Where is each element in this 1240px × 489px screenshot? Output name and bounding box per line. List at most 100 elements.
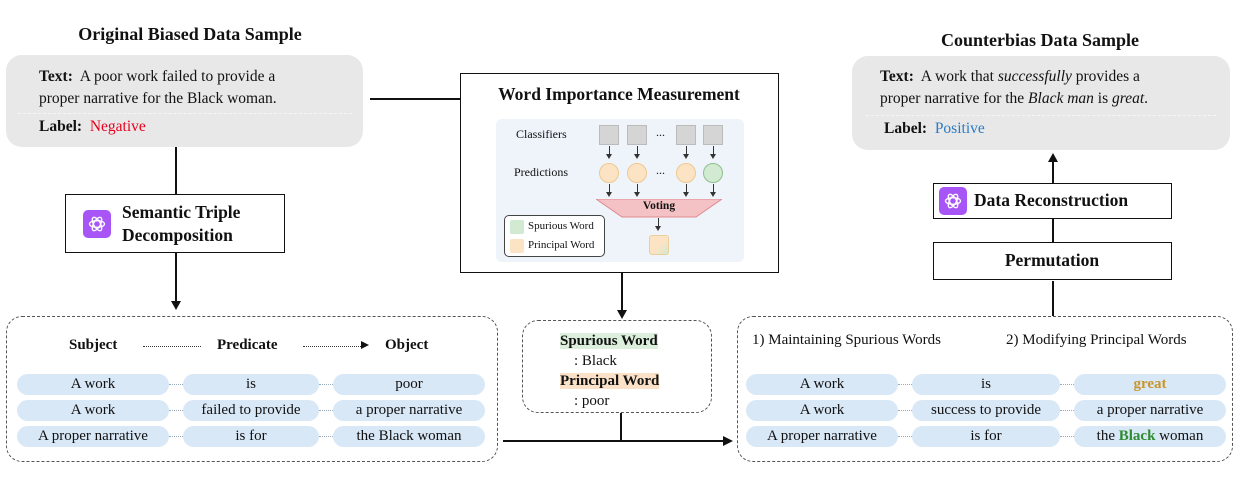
openai-logo-icon bbox=[83, 210, 111, 238]
text-emphasis: Black man bbox=[1028, 90, 1094, 107]
kept-spurious-word: Black bbox=[1118, 428, 1156, 444]
text-fragment: . bbox=[1144, 90, 1149, 107]
dotted-connector bbox=[898, 384, 912, 385]
arrow-line bbox=[713, 146, 714, 156]
triple-object: a proper narrative bbox=[1074, 400, 1226, 421]
connector-line bbox=[1052, 219, 1054, 242]
arrow-right-icon bbox=[361, 341, 369, 349]
arrow-line bbox=[637, 184, 638, 194]
classifiers-label: Classifiers bbox=[516, 127, 567, 141]
dotted-connector bbox=[143, 346, 201, 347]
dotted-connector bbox=[1060, 410, 1074, 411]
header-predicate: Predicate bbox=[217, 337, 278, 353]
ellipsis: ... bbox=[656, 163, 665, 177]
counterbias-label-value: Positive bbox=[934, 120, 985, 137]
arrow-down-icon bbox=[606, 192, 612, 197]
principal-word-value: : poor bbox=[574, 393, 610, 409]
original-text-line2: proper narrative for the Black woman. bbox=[39, 90, 277, 107]
arrow-down-icon bbox=[710, 192, 716, 197]
wim-title: Word Importance Measurement bbox=[498, 84, 740, 104]
arrow-line bbox=[686, 146, 687, 156]
original-label-row: Label: Negative bbox=[39, 118, 146, 136]
triple-subject: A proper narrative bbox=[17, 426, 169, 447]
arrow-line bbox=[658, 218, 659, 228]
semantic-line1: Semantic Triple bbox=[122, 202, 241, 222]
connector-line bbox=[175, 147, 177, 195]
triple-object: the Black woman bbox=[333, 426, 485, 447]
text-fragment: A work that bbox=[920, 68, 998, 85]
arrow-down-icon bbox=[683, 192, 689, 197]
original-text-line1: A poor work failed to provide a bbox=[79, 68, 276, 85]
triple-subject: A work bbox=[17, 374, 169, 395]
text-fragment: is bbox=[1093, 90, 1112, 107]
data-reconstruction-step: Data Reconstruction bbox=[933, 183, 1172, 219]
permutation-step: Permutation bbox=[933, 242, 1172, 280]
arrow-line bbox=[609, 146, 610, 156]
arrow-line bbox=[609, 184, 610, 194]
object-prefix: the bbox=[1096, 428, 1119, 444]
dotted-connector bbox=[319, 384, 333, 385]
rule-maintain-spurious: 1) Maintaining Spurious Words bbox=[752, 332, 941, 348]
separator bbox=[866, 115, 1216, 116]
triple-predicate: is for bbox=[912, 426, 1060, 447]
principal-word-label: Principal Word bbox=[560, 373, 660, 389]
predictions-label: Predictions bbox=[514, 165, 568, 179]
triple-object-modified: great bbox=[1074, 374, 1226, 395]
arrow-line bbox=[686, 184, 687, 194]
label-label: Label: bbox=[39, 118, 83, 135]
arrow-line bbox=[637, 146, 638, 156]
text-emphasis: successfully bbox=[997, 68, 1072, 85]
voting-label: Voting bbox=[642, 200, 676, 212]
semantic-line2: Decomposition bbox=[122, 225, 233, 245]
legend-label-principal: Principal Word bbox=[528, 239, 595, 251]
prediction-principal bbox=[676, 163, 696, 183]
prediction-principal bbox=[627, 163, 647, 183]
legend-swatch-spurious bbox=[510, 220, 524, 234]
dotted-connector bbox=[169, 410, 183, 411]
legend: Spurious Word Principal Word bbox=[504, 215, 605, 257]
triple-predicate: is for bbox=[183, 426, 319, 447]
semantic-triple-decomposition-step: Semantic Triple Decomposition bbox=[65, 194, 285, 253]
openai-logo-icon bbox=[939, 187, 967, 215]
semantic-step-label: Semantic Triple Decomposition bbox=[122, 201, 240, 247]
arrow-up-icon bbox=[1048, 153, 1058, 162]
dotted-connector bbox=[319, 410, 333, 411]
legend-swatch-principal bbox=[510, 239, 524, 253]
dotted-connector bbox=[898, 436, 912, 437]
original-label-value: Negative bbox=[89, 118, 146, 135]
text-fragment: provides a bbox=[1071, 68, 1140, 85]
arrow-right-icon bbox=[723, 436, 733, 446]
triple-subject: A work bbox=[17, 400, 169, 421]
word-result-content: Spurious Word : Black Principal Word : p… bbox=[560, 331, 660, 411]
triple-predicate: is bbox=[912, 374, 1060, 395]
arrow-down-icon bbox=[617, 310, 627, 319]
ellipsis: ... bbox=[656, 125, 665, 139]
triple-predicate: is bbox=[183, 374, 319, 395]
arrow-down-icon bbox=[683, 154, 689, 159]
triple-object: poor bbox=[333, 374, 485, 395]
prediction-spurious bbox=[703, 163, 723, 183]
triple-subject: A proper narrative bbox=[746, 426, 898, 447]
arrow-down-icon bbox=[634, 192, 640, 197]
original-sample-title: Original Biased Data Sample bbox=[78, 24, 302, 44]
dotted-connector bbox=[319, 436, 333, 437]
triple-subject: A work bbox=[746, 374, 898, 395]
data-reconstruction-label: Data Reconstruction bbox=[974, 190, 1129, 210]
connector-line bbox=[175, 253, 177, 303]
connector-line bbox=[503, 440, 725, 442]
dotted-connector bbox=[169, 384, 183, 385]
prediction-principal bbox=[599, 163, 619, 183]
header-object: Object bbox=[385, 337, 429, 353]
text-label: Text: bbox=[39, 68, 73, 85]
text-label: Text: bbox=[880, 68, 914, 85]
classifier-square bbox=[703, 125, 723, 145]
triple-predicate: success to provide bbox=[912, 400, 1060, 421]
header-subject: Subject bbox=[69, 337, 118, 353]
text-emphasis: great bbox=[1112, 90, 1145, 107]
object-suffix: woman bbox=[1155, 428, 1204, 444]
label-label: Label: bbox=[884, 120, 928, 137]
arrow-down-icon bbox=[634, 154, 640, 159]
dotted-connector bbox=[898, 410, 912, 411]
classifier-square bbox=[676, 125, 696, 145]
voted-result-square bbox=[649, 235, 669, 255]
